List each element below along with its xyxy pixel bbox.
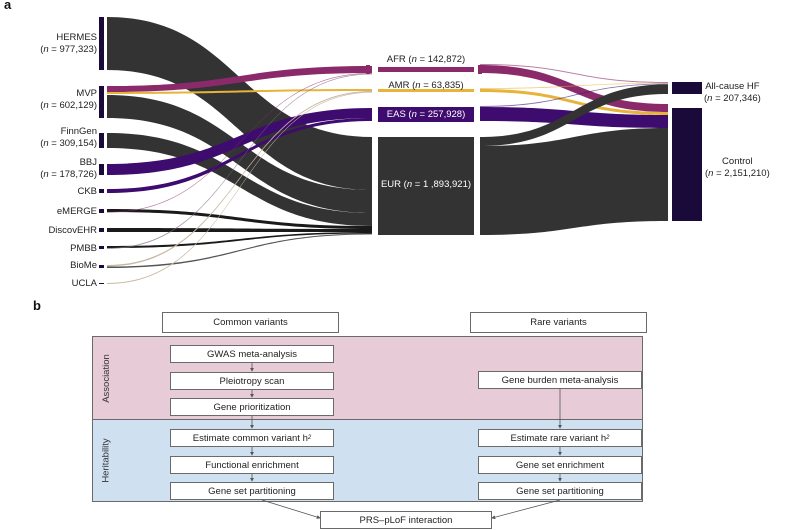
source-label-hermes: HERMES (n = 977,323): [40, 32, 97, 55]
ancestry-label-eas: EAS (n = 257,928): [386, 109, 466, 120]
source-node-bbj: [99, 164, 104, 175]
link-eas-hf: [480, 83, 668, 107]
header-common-variants: Common variants: [162, 312, 339, 333]
source-label-bbj: BBJ (n = 178,726): [40, 157, 97, 180]
ancestry-node-afr-left: [366, 65, 370, 74]
arrow-common-to-prs: [261, 499, 321, 519]
panel-a-label: a: [4, 0, 12, 12]
step-gene-prioritization: Gene prioritization: [170, 398, 334, 416]
ancestry-node-afr: [378, 67, 474, 72]
link-emerge-afr: [107, 73, 372, 213]
step-gwas-meta-analysis: GWAS meta-analysis: [170, 345, 334, 363]
association-label: Association: [100, 354, 112, 403]
link-amr-hf: [480, 83, 668, 89]
panel-b-label: b: [33, 298, 41, 313]
sankey-nodes: [99, 17, 702, 284]
link-amr-control: [480, 89, 668, 115]
source-label-biome: BioMe: [70, 260, 97, 271]
ancestry-node-eas: [378, 107, 474, 122]
step-gene-set-partitioning-rare: Gene set partitioning: [478, 482, 642, 500]
source-node-emerge: [99, 209, 104, 213]
outcome-label-hf: All-cause HF (n = 207,346): [704, 81, 761, 104]
source-node-pmbb: [99, 246, 104, 249]
source-label-finngen: FinnGen (n = 309,154): [40, 126, 97, 149]
source-node-ckb: [99, 189, 104, 193]
source-label-pmbb: PMBB: [70, 243, 97, 254]
link-discovehr-eur: [107, 228, 372, 232]
source-node-biome: [99, 265, 104, 268]
header-rare-variants: Rare variants: [470, 312, 647, 333]
source-node-finngen: [99, 133, 104, 148]
step-gene-burden-meta-analysis: Gene burden meta-analysis: [478, 371, 642, 389]
outcome-node-hf: [672, 82, 702, 94]
link-mvp-amr: [107, 89, 372, 94]
outcome-node-control: [672, 108, 702, 221]
source-label-discovehr: DiscovEHR: [48, 225, 97, 236]
link-biome-eur: [107, 233, 372, 268]
source-label-ckb: CKB: [77, 186, 97, 197]
link-pmbb-afr: [107, 73, 372, 249]
step-gene-set-partitioning-common: Gene set partitioning: [170, 482, 334, 500]
source-node-hermes: [99, 17, 104, 70]
sankey-diagram: [99, 17, 702, 284]
ancestry-node-afr-right: [478, 65, 482, 74]
link-afr-control: [480, 65, 668, 112]
link-finngen-eur: [107, 133, 372, 226]
arrow-rare-to-prs: [491, 499, 561, 520]
source-label-mvp: MVP (n = 602,129): [40, 88, 97, 111]
ancestry-label-eur: EUR (n = 1 ,893,921): [380, 179, 472, 190]
link-emerge-eur: [107, 209, 372, 229]
link-afr-hf: [480, 64, 668, 83]
link-biome-amr: [107, 91, 372, 267]
source-label-ucla: UCLA: [71, 278, 97, 289]
link-bbj-eas: [107, 108, 372, 175]
heritability-label: Heritability: [100, 438, 112, 483]
step-functional-enrichment: Functional enrichment: [170, 456, 334, 474]
source-label-emerge: eMERGE: [56, 206, 97, 217]
link-mvp-afr: [107, 66, 372, 92]
ancestry-node-eur: [378, 137, 474, 235]
link-eur-control: [480, 128, 668, 235]
step-pleiotropy-scan: Pleiotropy scan: [170, 372, 334, 390]
link-pmbb-eur: [107, 232, 372, 248]
link-hermes-eur: [107, 17, 372, 190]
link-eur-hf: [480, 84, 668, 146]
source-node-mvp: [99, 86, 104, 118]
link-ckb-eas: [107, 118, 372, 193]
source-node-ucla: [99, 283, 104, 284]
sankey-links: [107, 17, 668, 284]
step-gene-set-enrichment: Gene set enrichment: [478, 456, 642, 474]
outcome-label-control: Control (n = 2,151,210): [705, 156, 770, 179]
ancestry-label-afr: AFR (n = 142,872): [386, 54, 466, 65]
step-prs-plof-interaction: PRS–pLoF interaction: [320, 511, 492, 529]
ancestry-label-amr: AMR (n = 63,835): [388, 80, 464, 91]
link-ucla-amr: [107, 92, 372, 284]
ancestry-node-amr: [378, 89, 474, 92]
source-node-discovehr: [99, 228, 104, 232]
